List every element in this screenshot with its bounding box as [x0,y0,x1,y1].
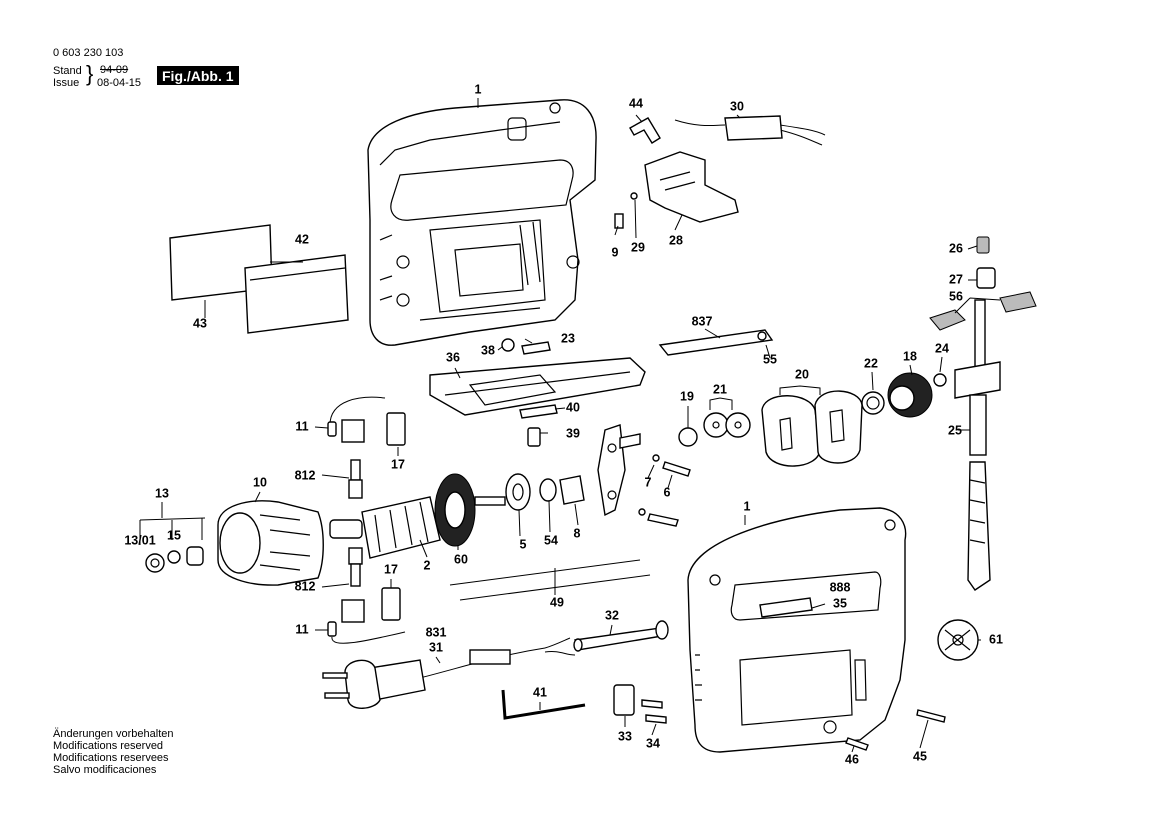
callout-11-top: 11 [295,419,309,434]
stand-date: 94-09 [100,64,129,76]
callout-13: 13 [155,486,169,501]
counterweight [597,424,691,527]
callout-25: 25 [948,423,962,438]
callout-10: 10 [253,475,267,490]
brace-symbol: } [86,61,94,86]
callout-20: 20 [795,367,809,382]
callout-9: 9 [611,245,619,260]
callout-17-top: 17 [391,457,405,472]
callout-19: 19 [680,389,694,404]
callout-8: 8 [573,526,581,541]
callout-27: 27 [949,272,963,287]
callout-1-bottom: 1 [743,499,751,514]
callout-22: 22 [864,356,878,371]
callout-61: 61 [989,632,1003,647]
callout-2: 2 [423,558,431,573]
issue-label: Issue [53,77,80,89]
callout-1-top: 1 [474,82,482,97]
callout-6: 6 [663,485,671,500]
callout-49: 49 [550,595,564,610]
callout-837: 837 [691,314,713,329]
callout-45: 45 [913,749,927,764]
callout-812-bottom: 812 [294,579,316,594]
note-fr: Modifications reservees [53,752,169,764]
switch-assembly [614,115,826,229]
guide-bar [573,620,669,652]
callout-831: 831 [425,625,447,640]
callout-28: 28 [669,233,683,248]
plunger-assembly [929,236,1037,591]
part-number: 0 603 230 103 [53,47,124,59]
figure-label: Fig./Abb. 1 [157,66,239,85]
callout-42: 42 [295,232,309,247]
callout-41: 41 [533,685,547,700]
callout-5: 5 [519,537,527,552]
callout-46: 46 [845,752,859,767]
housing-half-left [367,99,597,346]
housing-half-right [687,507,907,753]
note-es: Salvo modificaciones [53,764,157,776]
callout-60: 60 [454,552,468,567]
callout-55: 55 [763,352,777,367]
callout-33: 33 [618,729,632,744]
note-de: Änderungen vorbehalten [53,728,174,740]
callout-18: 18 [903,349,917,364]
label-plates [169,224,349,334]
callout-44: 44 [629,96,643,111]
tie-rods [449,559,651,601]
brush-holders [327,396,406,644]
callout-38: 38 [481,343,495,358]
power-cord [322,637,576,709]
callout-54: 54 [544,533,558,548]
callout-32: 32 [605,608,619,623]
note-en: Modifications reserved [53,740,164,752]
gear-set [678,372,933,467]
callout-17-bottom: 17 [384,562,398,577]
hex-key [501,689,586,720]
callout-24: 24 [935,341,949,356]
guide-rail [658,329,774,356]
callout-30: 30 [730,99,744,114]
stand-label: Stand [53,65,82,77]
callout-34: 34 [646,736,660,751]
callout-29: 29 [631,240,645,255]
callout-36: 36 [446,350,460,365]
sticker-and-screws [845,619,979,751]
base-plate [429,338,646,447]
callout-43: 43 [193,316,207,331]
field-winding [139,500,324,586]
callout-31: 31 [429,640,443,655]
callout-888: 888 [829,580,851,595]
callout-812-top: 812 [294,468,316,483]
leader-lines [161,98,1001,753]
callout-15: 15 [167,528,181,543]
callout-40: 40 [566,400,580,415]
callout-26: 26 [949,241,963,256]
issue-date: 08-04-15 [97,77,142,89]
callout-11-bottom: 11 [295,622,309,637]
callout-39: 39 [566,426,580,441]
callout-35: 35 [833,596,847,611]
callout-7: 7 [644,475,652,490]
callout-56: 56 [949,289,963,304]
cord-clamp [613,684,667,724]
callout-23: 23 [561,331,575,346]
callout-13-01: 13/01 [124,533,156,548]
armature [329,473,585,559]
callout-21: 21 [713,382,727,397]
